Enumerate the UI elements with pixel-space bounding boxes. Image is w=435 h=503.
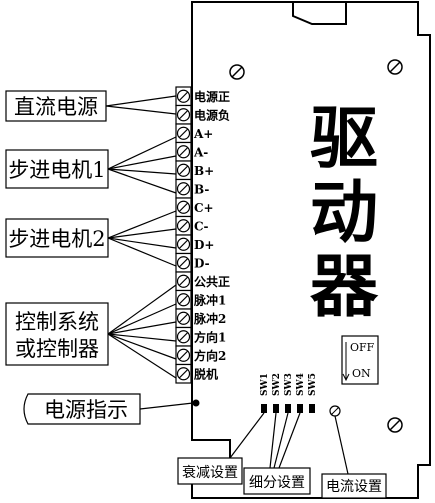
terminal-label: C+ [194, 201, 214, 215]
terminal-10[interactable]: D- [175, 252, 210, 273]
dip-switch-lever[interactable] [261, 404, 267, 413]
terminal-label: 方向2 [194, 348, 226, 363]
terminal-label: 脉冲1 [193, 292, 226, 307]
switch-legend-off: OFF [350, 341, 375, 354]
group-stepper-motor-2: 步进电机2 [5, 218, 109, 258]
terminal-7[interactable]: C+ [175, 197, 214, 218]
terminal-11[interactable]: 公共正 [175, 271, 230, 292]
terminal-label: A+ [193, 127, 213, 141]
title-char-2: 动 [310, 173, 378, 253]
current-setting-label: 电流设置 [326, 479, 382, 495]
terminal-label: B- [194, 182, 209, 196]
terminal-label: 脉冲2 [193, 311, 226, 326]
dip-switch-label: SW3 [284, 373, 294, 396]
current-setting-box: 电流设置 [321, 473, 387, 499]
group-dc-power: 直流电源 [5, 90, 107, 122]
terminal-14[interactable]: 方向1 [175, 326, 226, 347]
group-control-system: 控制系统 或控制器 [5, 302, 109, 366]
dip-switch-1[interactable]: SW1 [260, 373, 270, 413]
terminal-label: 电源负 [194, 107, 230, 122]
dip-switch-lever[interactable] [285, 404, 291, 413]
group-control-system-line1: 控制系统 [15, 310, 99, 334]
group-connector-lines [105, 95, 194, 410]
current-potentiometer-icon[interactable] [329, 405, 341, 417]
switch-legend: OFF ON [341, 335, 379, 385]
terminal-2[interactable]: 电源负 [175, 104, 230, 125]
dip-switch-3[interactable]: SW3 [284, 373, 294, 413]
group-stepper-motor-1: 步进电机1 [5, 149, 109, 189]
mounting-screw-bottom-right-icon [387, 417, 403, 433]
terminal-5[interactable]: B+ [175, 160, 214, 181]
dip-switch-4[interactable]: SW4 [296, 373, 306, 413]
dip-switch-lever[interactable] [297, 404, 303, 413]
terminal-12[interactable]: 脉冲1 [175, 289, 226, 310]
terminal-13[interactable]: 脉冲2 [175, 308, 226, 329]
terminal-1[interactable]: 电源正 [175, 86, 230, 107]
terminal-4[interactable]: A- [175, 141, 208, 162]
dip-switch-2[interactable]: SW2 [272, 373, 282, 413]
terminal-label: D+ [194, 238, 214, 252]
decay-setting-label: 衰减设置 [182, 464, 238, 481]
microstep-setting-box: 细分设置 [243, 467, 311, 495]
group-power-indicator-label: 电源指示 [44, 398, 128, 422]
title-char-3: 器 [310, 247, 379, 327]
terminal-3[interactable]: A+ [175, 123, 213, 144]
group-power-indicator: 电源指示 [23, 393, 141, 425]
group-stepper-motor-2-label: 步进电机2 [8, 227, 105, 251]
terminal-6[interactable]: B- [175, 178, 209, 199]
terminal-15[interactable]: 方向2 [175, 345, 226, 366]
dip-switch-label: SW1 [260, 373, 270, 396]
top-notch [292, 2, 347, 25]
terminal-label: C- [194, 219, 209, 233]
terminal-label: B+ [194, 164, 214, 178]
terminal-9[interactable]: D+ [175, 234, 214, 255]
dip-switch-lever[interactable] [309, 404, 315, 413]
terminal-16[interactable]: 脱机 [175, 363, 218, 384]
terminal-label: 方向1 [194, 329, 226, 344]
terminal-label: 公共正 [194, 274, 230, 289]
switch-legend-on: ON [352, 367, 371, 380]
power-led-icon [192, 399, 200, 407]
decay-setting-box: 衰减设置 [177, 457, 243, 485]
dip-switch-lever[interactable] [273, 404, 279, 413]
terminal-label: 电源正 [194, 89, 230, 104]
microstep-setting-label: 细分设置 [249, 475, 305, 491]
group-dc-power-label: 直流电源 [14, 95, 98, 119]
mounting-screw-top-left-icon [229, 64, 245, 80]
dip-switch-label: SW2 [272, 373, 282, 396]
dip-switch-label: SW4 [296, 373, 306, 396]
setting-pointer-lines [229, 412, 349, 475]
dip-switch-label: SW5 [308, 373, 318, 396]
group-stepper-motor-1-label: 步进电机1 [8, 158, 105, 182]
terminal-label: A- [193, 145, 208, 159]
terminal-label: D- [194, 256, 210, 270]
dip-switch-5[interactable]: SW5 [308, 373, 318, 413]
terminal-label: 脱机 [194, 366, 218, 381]
mounting-screw-top-right-icon [387, 59, 403, 75]
terminal-8[interactable]: C- [175, 215, 209, 236]
title-char-1: 驱 [310, 99, 378, 179]
group-control-system-line2: 或控制器 [15, 337, 99, 361]
